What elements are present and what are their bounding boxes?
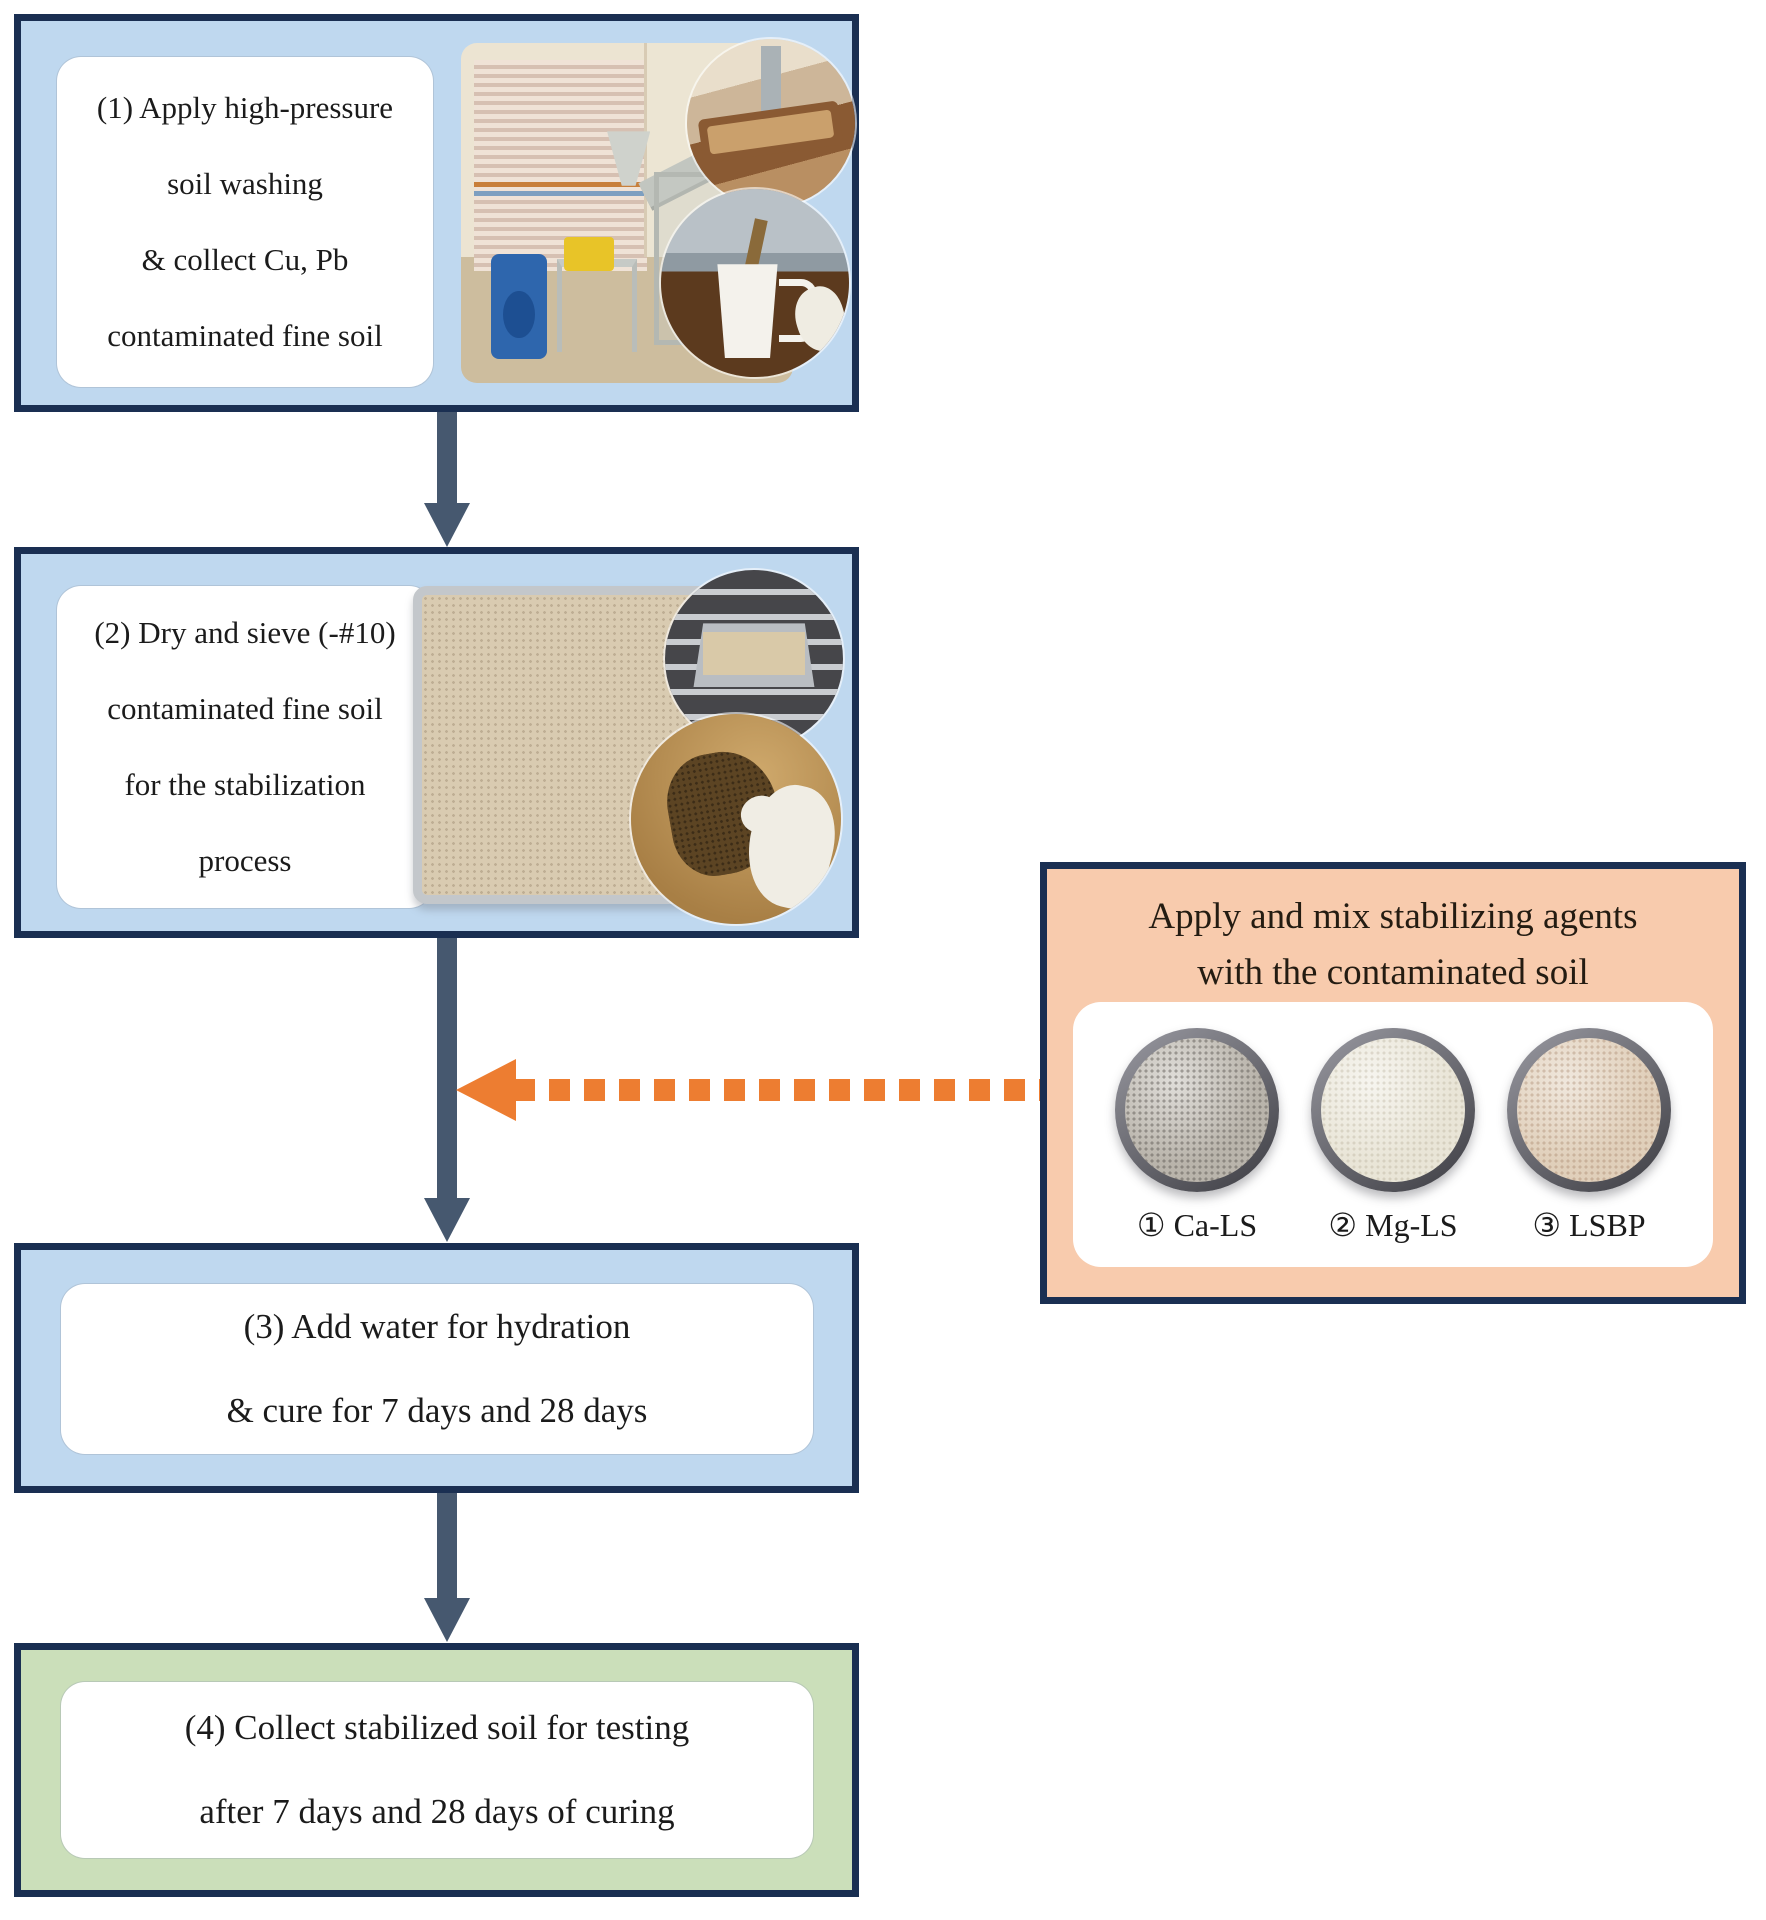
- flow-arrow-1: [424, 412, 470, 547]
- dried-soil-photo: [413, 570, 849, 926]
- step2-line: process: [198, 843, 292, 878]
- step3-text-card: (3) Add water for hydration & cure for 7…: [61, 1284, 813, 1454]
- orange-dashed-line: [514, 1079, 1040, 1101]
- step4-line: after 7 days and 28 days of curing: [199, 1792, 675, 1831]
- step2-line: contaminated fine soil: [107, 691, 383, 726]
- agent-label-ca-ls: ① Ca-LS: [1136, 1207, 1258, 1243]
- mg-ls-powder: [1321, 1038, 1465, 1182]
- step3-line: & cure for 7 days and 28 days: [226, 1391, 648, 1430]
- pressure-washer: [563, 236, 614, 271]
- sieve-tray: [693, 623, 815, 688]
- agents-card: ① Ca-LS ② Mg-LS ③ LSBP: [1073, 1002, 1713, 1267]
- agent-labels: ① Ca-LS ② Mg-LS ③ LSBP: [1073, 1192, 1713, 1244]
- step4-line: (4) Collect stabilized soil for testing: [184, 1708, 690, 1747]
- mg-ls-dish-photo: [1311, 1028, 1475, 1192]
- pipe: [760, 45, 782, 113]
- step2-line: for the stabilization: [124, 767, 366, 802]
- stabilizing-agents-panel: Apply and mix stabilizing agents with th…: [1040, 862, 1746, 1304]
- agent-dishes: [1073, 1002, 1713, 1192]
- panel-title: Apply and mix stabilizing agents with th…: [1047, 889, 1739, 1000]
- steel-table: [557, 259, 637, 353]
- panel-title-line: with the contaminated soil: [1197, 951, 1589, 993]
- arrow-head: [424, 1198, 470, 1242]
- step2-text-card: (2) Dry and sieve (-#10) contaminated fi…: [57, 586, 433, 908]
- lsbp-powder: [1517, 1038, 1661, 1182]
- arrow-head: [424, 1598, 470, 1642]
- ca-ls-powder: [1125, 1038, 1269, 1182]
- step1-text-card: (1) Apply high-pressure soil washing & c…: [57, 57, 433, 387]
- arrow-shaft: [437, 412, 457, 505]
- soil-handful-inset-photo: [631, 714, 841, 924]
- step2-box: (2) Dry and sieve (-#10) contaminated fi…: [14, 547, 859, 938]
- agent-label-lsbp: ③ LSBP: [1532, 1207, 1646, 1243]
- soil-washing-photo: [461, 39, 855, 389]
- mix-agents-arrow: [456, 1058, 1040, 1122]
- step1-line: soil washing: [167, 166, 323, 201]
- gloved-hand: [735, 777, 841, 916]
- blue-barrel: [490, 253, 548, 360]
- step1-line: & collect Cu, Pb: [141, 242, 349, 277]
- lsbp-dish-photo: [1507, 1028, 1671, 1192]
- step2-line: (2) Dry and sieve (-#10): [94, 615, 396, 650]
- measuring-cup-inset-photo: [661, 189, 849, 377]
- orange-arrow-head: [456, 1059, 516, 1121]
- step1-box: (1) Apply high-pressure soil washing & c…: [14, 14, 859, 412]
- flow-arrow-2: [424, 938, 470, 1243]
- arrow-shaft: [437, 938, 457, 1200]
- step4-text-card: (4) Collect stabilized soil for testing …: [61, 1682, 813, 1858]
- measuring-cup: [717, 264, 778, 359]
- arrow-head: [424, 503, 470, 547]
- step3-line: (3) Add water for hydration: [243, 1307, 631, 1346]
- step4-box: (4) Collect stabilized soil for testing …: [14, 1643, 859, 1897]
- sluice-inset-photo: [687, 39, 855, 207]
- step3-box: (3) Add water for hydration & cure for 7…: [14, 1243, 859, 1493]
- arrow-shaft: [437, 1493, 457, 1600]
- rusty-trough: [698, 99, 844, 163]
- step1-line: (1) Apply high-pressure: [96, 90, 394, 125]
- ca-ls-dish-photo: [1115, 1028, 1279, 1192]
- panel-title-line: Apply and mix stabilizing agents: [1148, 896, 1638, 937]
- oven-sieve-inset-photo: [665, 570, 843, 748]
- flow-arrow-3: [424, 1493, 470, 1643]
- agent-label-mg-ls: ② Mg-LS: [1328, 1207, 1458, 1243]
- step1-line: contaminated fine soil: [107, 318, 383, 353]
